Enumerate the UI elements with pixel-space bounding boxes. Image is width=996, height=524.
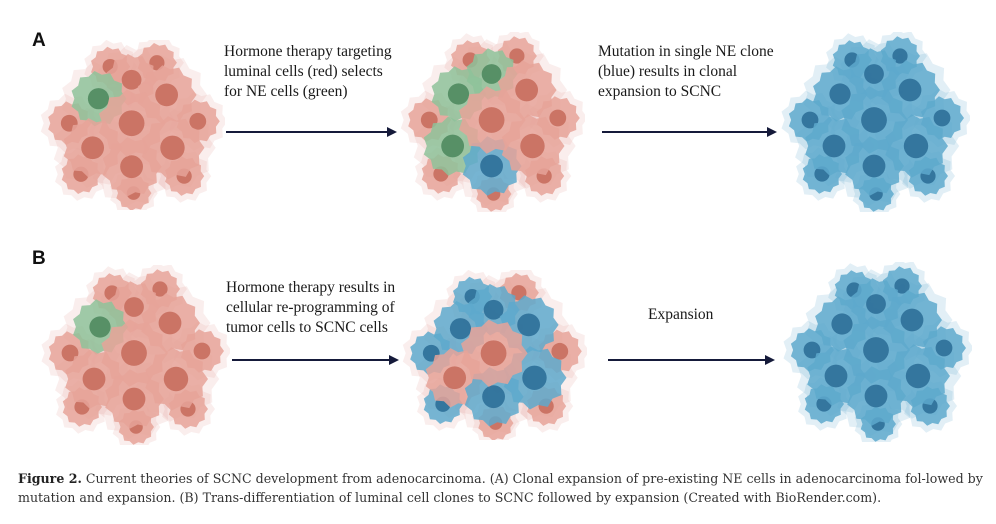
cell-nucleus	[515, 78, 539, 102]
cell-nucleus	[864, 384, 888, 408]
cell-nucleus	[122, 387, 146, 411]
cell-nucleus	[864, 64, 884, 84]
cell-nucleus	[447, 83, 470, 105]
panel-label-a: A	[32, 30, 46, 51]
cell-nucleus	[549, 109, 567, 127]
cell-nucleus	[520, 133, 545, 159]
cluster-b2	[402, 270, 587, 440]
cell-nucleus	[898, 78, 922, 102]
cell-nucleus	[824, 364, 848, 388]
cell-nucleus	[443, 366, 467, 390]
step-text-b1: Hormone therapy results in cellular re-p…	[226, 279, 396, 336]
arrow-b1	[232, 355, 399, 365]
cell-nucleus	[124, 297, 144, 317]
cell-nucleus	[522, 365, 547, 390]
cell-nucleus	[478, 107, 505, 133]
cell-nucleus	[935, 339, 953, 357]
panel-label-b: B	[32, 248, 46, 269]
cluster-a1	[40, 40, 225, 210]
cell-nucleus	[480, 340, 507, 367]
cell-nucleus	[862, 154, 886, 178]
cell-nucleus	[861, 107, 887, 133]
cell-nucleus	[160, 135, 185, 160]
cell-nucleus	[483, 299, 504, 320]
caption-label: Figure 2.	[18, 471, 82, 486]
cluster-b3	[783, 262, 972, 442]
cell-nucleus	[551, 342, 569, 360]
cell-nucleus	[933, 109, 951, 127]
cell-nucleus	[903, 133, 929, 159]
cell-nucleus	[829, 83, 851, 105]
cluster-b1	[41, 265, 230, 445]
cell-nucleus	[481, 64, 502, 84]
cell-nucleus	[163, 366, 189, 392]
cell-nucleus	[441, 134, 465, 158]
cell-nucleus	[87, 88, 110, 110]
cell-nucleus	[82, 367, 106, 391]
cell-nucleus	[517, 313, 541, 337]
cell-nucleus	[892, 48, 908, 64]
cluster-a3	[781, 32, 970, 212]
cell-nucleus	[121, 340, 147, 366]
cell-nucleus	[120, 155, 143, 179]
caption-text: Current theories of SCNC development fro…	[18, 471, 983, 505]
cell-nucleus	[81, 136, 105, 160]
cell-nucleus	[152, 281, 168, 297]
cell-nucleus	[193, 342, 211, 360]
cell-nucleus	[449, 318, 472, 340]
cell-nucleus	[905, 363, 931, 389]
cell-nucleus	[155, 83, 179, 107]
step-text-a1: Hormone therapy targeting luminal cells …	[224, 43, 392, 100]
cell-nucleus	[863, 337, 889, 363]
arrow-b2	[608, 355, 775, 365]
step-text-a2: Mutation in single NE clone (blue) resul…	[598, 43, 774, 100]
cell-nucleus	[866, 294, 886, 314]
cell-nucleus	[482, 385, 505, 409]
arrow-a2	[602, 127, 777, 137]
cell-nucleus	[189, 112, 207, 130]
figure-caption: Figure 2. Current theories of SCNC devel…	[18, 469, 984, 507]
cell-nucleus	[822, 134, 846, 158]
cell-nucleus	[480, 154, 503, 178]
step-text-b2: Expansion	[648, 306, 714, 323]
arrow-a1	[226, 127, 397, 137]
cell-nucleus	[158, 311, 182, 335]
cell-nucleus	[831, 313, 853, 335]
cell-nucleus	[121, 69, 142, 90]
cell-nucleus	[900, 308, 924, 332]
cell-nucleus	[89, 316, 111, 338]
cell-nucleus	[894, 278, 910, 294]
cluster-a2	[400, 32, 585, 212]
cell-nucleus	[118, 110, 145, 137]
